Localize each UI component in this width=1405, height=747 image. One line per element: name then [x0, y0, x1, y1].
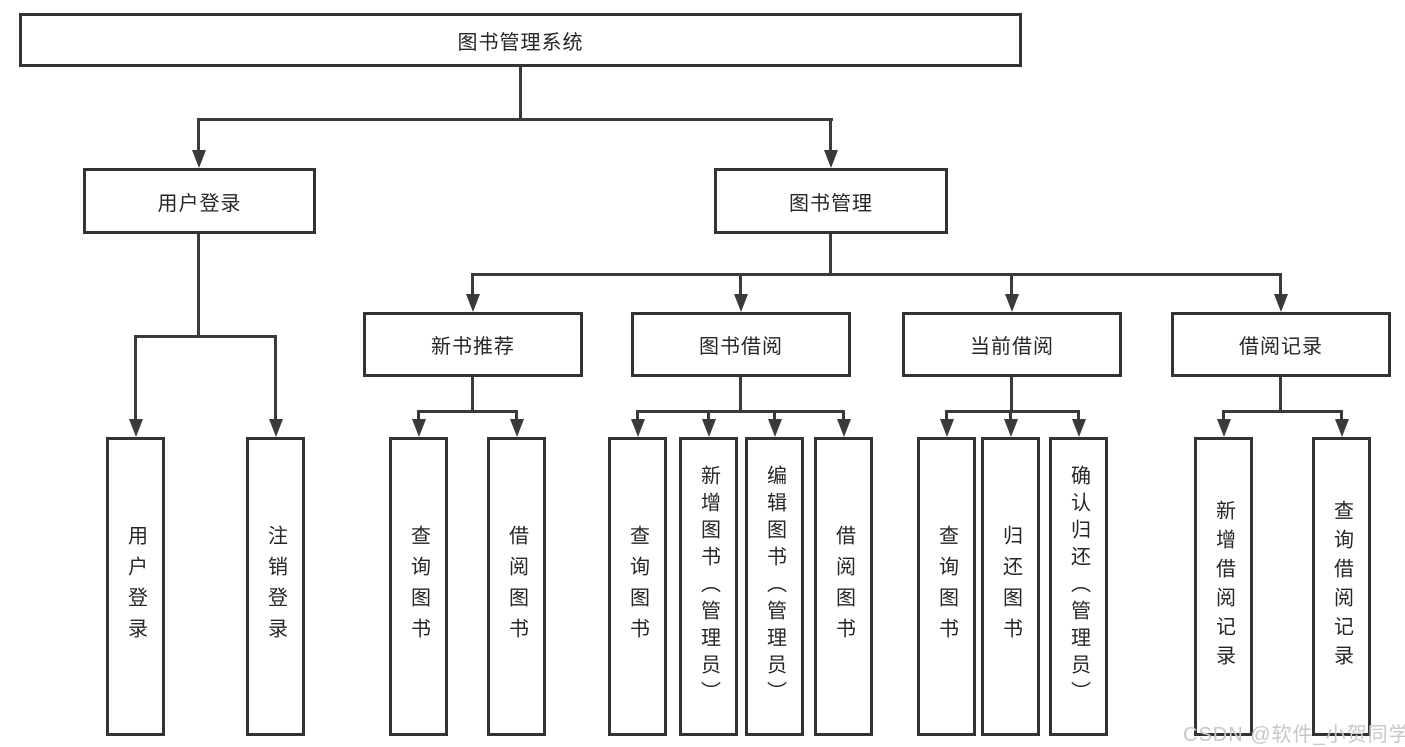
arrow-leaf-user-login: [129, 419, 143, 437]
node-bb-edit: 编辑图书（管理员）: [745, 437, 804, 736]
connector-drop-nb-query: [417, 410, 420, 421]
node-br-query-label: 查询借阅记录: [1330, 499, 1353, 674]
node-leaf-user-login-label: 用户登录: [124, 524, 147, 649]
node-book-mgmt: 图书管理: [714, 168, 948, 234]
csdn-watermark: CSDN @软件_小贺同学: [1183, 724, 1405, 746]
connector-current-borrow-bar: [945, 410, 1080, 413]
node-bb-query: 查询图书: [608, 437, 667, 736]
arrow-borrow-records: [1274, 294, 1288, 312]
node-borrow-records: 借阅记录: [1171, 312, 1391, 377]
connector-drop-cb-query: [945, 410, 948, 421]
connector-drop-cb-confirm: [1077, 410, 1080, 421]
node-bb-add-label: 新增图书（管理员）: [697, 465, 720, 708]
arrow-leaf-logout: [269, 419, 283, 437]
node-nb-query: 查询图书: [389, 437, 448, 736]
connector-drop-bb-add: [707, 410, 710, 421]
connector-drop-borrow-records: [1279, 273, 1282, 297]
node-cb-return-label: 归还图书: [999, 524, 1022, 649]
node-nb-borrow: 借阅图书: [487, 437, 546, 736]
connector-drop-br-query: [1340, 410, 1343, 421]
arrow-user-login: [192, 150, 206, 168]
node-cb-confirm-label: 确认归还（管理员）: [1067, 465, 1090, 708]
node-book-mgmt-label: 图书管理: [789, 192, 873, 215]
node-current-borrow: 当前借阅: [902, 312, 1122, 377]
node-nb-borrow-label: 借阅图书: [505, 524, 528, 649]
connector-drop-new-book: [471, 273, 474, 297]
arrow-br-add: [1217, 419, 1231, 437]
connector-drop-bb-edit: [773, 410, 776, 421]
node-book-borrow-label: 图书借阅: [699, 336, 783, 358]
node-root: 图书管理系统: [19, 13, 1022, 67]
arrow-nb-borrow: [510, 419, 524, 437]
node-leaf-logout: 注销登录: [246, 437, 305, 736]
connector-drop-bb-borrow: [842, 410, 845, 421]
node-borrow-records-label: 借阅记录: [1239, 336, 1323, 358]
connector-level3-bar: [471, 273, 1282, 276]
connector-drop-br-add: [1222, 410, 1225, 421]
arrow-bb-edit: [768, 419, 782, 437]
connector-drop-book-borrow: [739, 273, 742, 297]
connector-book-mgmt-stem: [829, 234, 832, 276]
connector-borrow-records-bar: [1222, 410, 1343, 413]
arrow-current-borrow: [1005, 294, 1019, 312]
connector-user-login-stem: [197, 234, 200, 338]
connector-current-borrow-stem: [1010, 377, 1013, 413]
arrow-book-mgmt: [824, 150, 838, 168]
node-nb-query-label: 查询图书: [407, 524, 430, 649]
node-new-book: 新书推荐: [363, 312, 583, 377]
arrow-book-borrow: [734, 294, 748, 312]
connector-new-book-bar: [417, 410, 518, 413]
connector-book-borrow-bar: [636, 410, 845, 413]
node-cb-query-label: 查询图书: [935, 524, 958, 649]
node-leaf-logout-label: 注销登录: [264, 524, 287, 649]
node-user-login-label: 用户登录: [157, 192, 242, 215]
connector-drop-user-login: [197, 118, 200, 151]
node-new-book-label: 新书推荐: [431, 336, 515, 358]
node-book-borrow: 图书借阅: [631, 312, 851, 377]
node-bb-query-label: 查询图书: [626, 524, 649, 649]
node-bb-add: 新增图书（管理员）: [679, 437, 738, 736]
connector-drop-leaf-user-login: [134, 335, 137, 421]
arrow-cb-return: [1004, 419, 1018, 437]
node-cb-query: 查询图书: [917, 437, 976, 736]
arrow-nb-query: [412, 419, 426, 437]
node-leaf-user-login: 用户登录: [106, 437, 165, 736]
connector-user-login-bar: [134, 335, 277, 338]
arrow-bb-add: [702, 419, 716, 437]
node-br-add: 新增借阅记录: [1194, 437, 1253, 736]
node-bb-borrow-label: 借阅图书: [832, 524, 855, 649]
node-br-query: 查询借阅记录: [1312, 437, 1371, 736]
connector-drop-nb-borrow: [515, 410, 518, 421]
connector-drop-cb-return: [1009, 410, 1012, 421]
arrow-cb-query: [940, 419, 954, 437]
node-bb-borrow: 借阅图书: [814, 437, 873, 736]
node-cb-confirm: 确认归还（管理员）: [1049, 437, 1108, 736]
connector-drop-leaf-logout: [274, 335, 277, 421]
arrow-cb-confirm: [1072, 419, 1086, 437]
connector-new-book-stem: [471, 377, 474, 413]
connector-level2-bar: [197, 118, 833, 121]
connector-book-borrow-stem: [739, 377, 742, 413]
connector-root-stem: [519, 67, 522, 121]
connector-drop-current-borrow: [1010, 273, 1013, 297]
arrow-new-book: [466, 294, 480, 312]
node-root-label: 图书管理系统: [457, 31, 584, 54]
node-user-login: 用户登录: [83, 168, 316, 234]
node-bb-edit-label: 编辑图书（管理员）: [763, 465, 786, 708]
arrow-bb-query: [631, 419, 645, 437]
connector-borrow-records-stem: [1279, 377, 1282, 413]
arrow-br-query: [1335, 419, 1349, 437]
arrow-bb-borrow: [837, 419, 851, 437]
node-cb-return: 归还图书: [981, 437, 1040, 736]
connector-drop-bb-query: [636, 410, 639, 421]
node-current-borrow-label: 当前借阅: [970, 336, 1054, 358]
connector-drop-book-mgmt: [829, 118, 832, 151]
node-br-add-label: 新增借阅记录: [1212, 499, 1235, 674]
